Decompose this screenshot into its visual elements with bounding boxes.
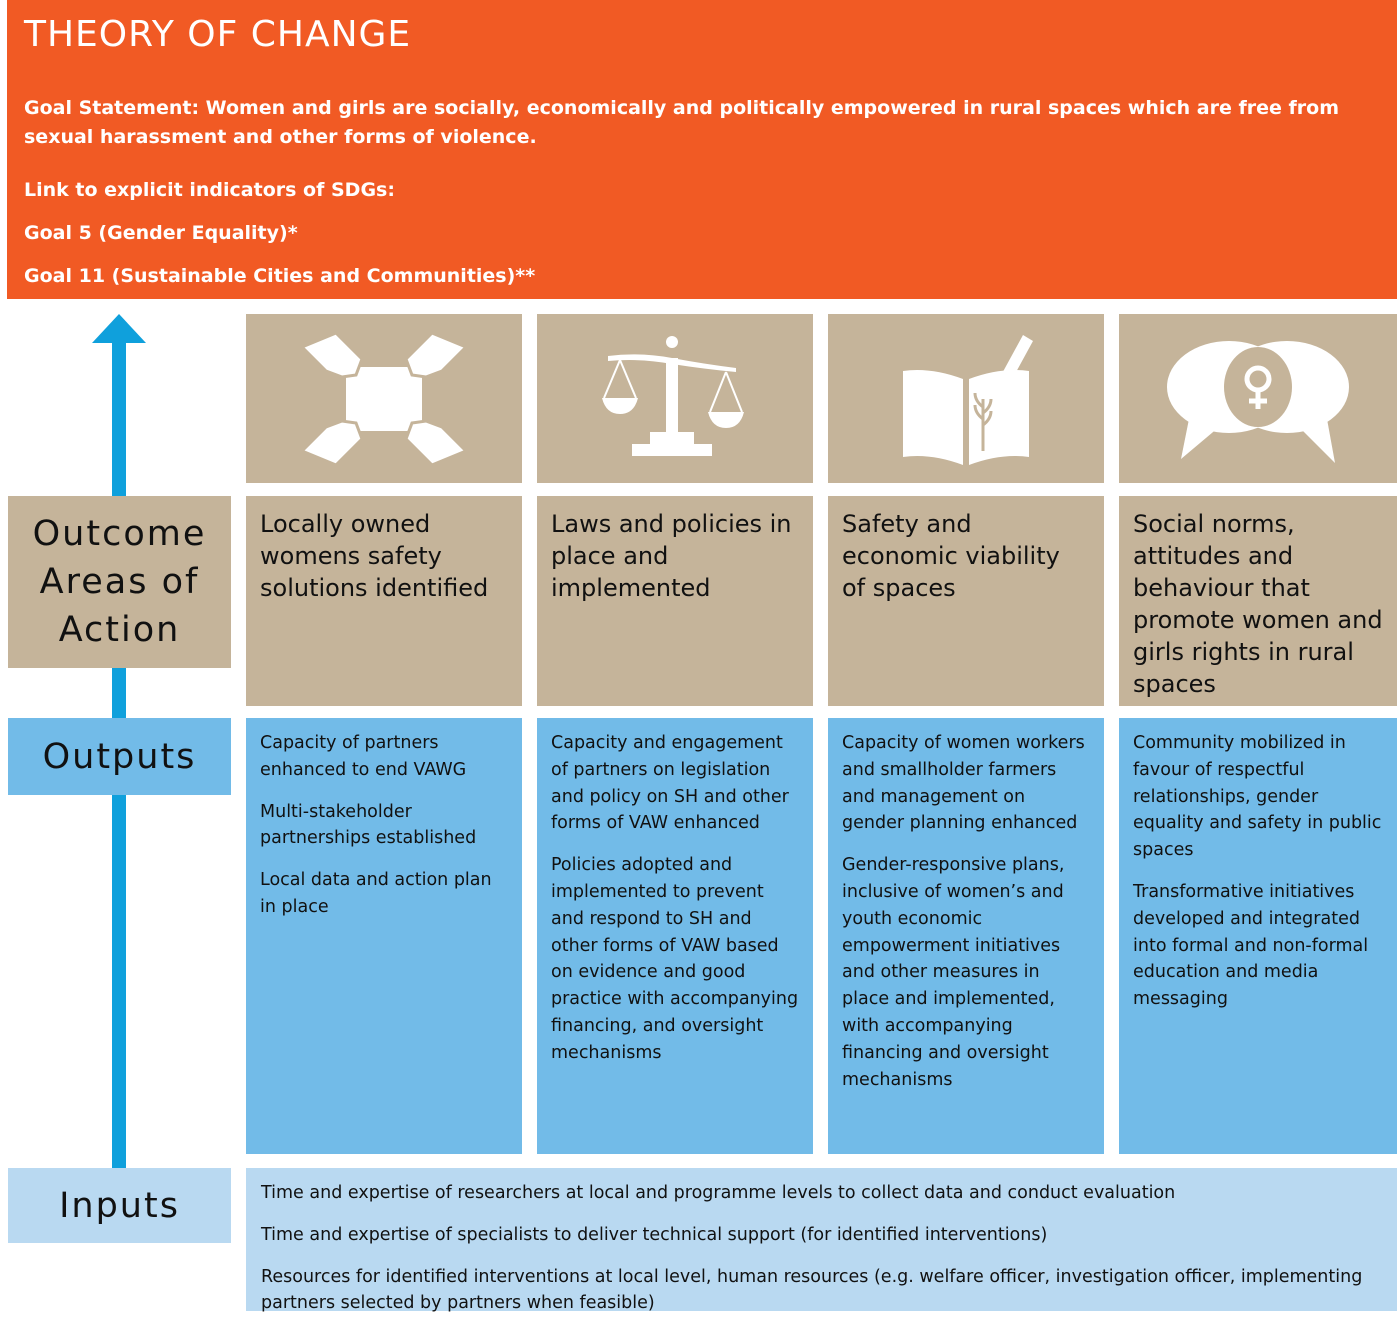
scales-of-justice-icon — [602, 335, 744, 456]
outcome-label-line-1: Outcome — [32, 514, 207, 554]
goal-header: THEORY OF CHANGE Goal Statement: Women a… — [7, 0, 1397, 299]
outputs-box-2: Capacity and engagement of partners on l… — [537, 718, 813, 1154]
icon-panel-3 — [828, 314, 1104, 483]
icon-panel-2 — [537, 314, 813, 483]
outcome-areas-label: Outcome Areas of Action — [8, 496, 231, 668]
output-item: Local data and action plan in place — [260, 870, 492, 917]
speech-bubbles-female-symbol-icon — [1167, 340, 1349, 463]
outcome-box-4: Social norms, attitudes and behaviour th… — [1119, 496, 1397, 706]
output-item: Capacity and engagement of partners on l… — [551, 733, 789, 834]
outputs-box-3: Capacity of women workers and smallholde… — [828, 718, 1104, 1154]
outputs-label: Outputs — [8, 718, 231, 795]
input-item: Time and expertise of researchers at loc… — [261, 1183, 1176, 1203]
sdg-goal-11: Goal 11 (Sustainable Cities and Communit… — [24, 265, 536, 287]
page-title: THEORY OF CHANGE — [24, 14, 412, 55]
output-item: Gender-responsive plans, inclusive of wo… — [842, 855, 1065, 1090]
input-item: Resources for identified interventions a… — [261, 1267, 1363, 1313]
goal-statement-line-2: sexual harassment and other forms of vio… — [24, 126, 537, 148]
book-with-pen-and-wheat-icon — [903, 334, 1033, 465]
outcome-box-1: Locally owned womens safety solutions id… — [246, 496, 522, 706]
outcome-box-2: Laws and policies in place and implement… — [537, 496, 813, 706]
outcome-box-3: Safety and economic viability of spaces — [828, 496, 1104, 706]
goal-statement-line-1: Goal Statement: Women and girls are soci… — [24, 97, 1339, 119]
sdg-goal-5: Goal 5 (Gender Equality)* — [24, 222, 298, 244]
outputs-box-1: Capacity of partners enhanced to end VAW… — [246, 718, 522, 1154]
output-item: Transformative initiatives developed and… — [1133, 881, 1369, 1010]
output-item: Capacity of partners enhanced to end VAW… — [260, 733, 467, 780]
outcome-label-line-2: Areas of — [39, 562, 200, 602]
output-item: Capacity of women workers and smallholde… — [842, 733, 1085, 834]
outputs-box-4: Community mobilized in favour of respect… — [1119, 718, 1397, 1154]
sdg-link-label: Link to explicit indicators of SDGs: — [24, 179, 395, 201]
icon-panel-1 — [246, 314, 522, 483]
output-item: Policies adopted and implemented to prev… — [551, 855, 799, 1063]
outcome-label-line-3: Action — [58, 610, 181, 650]
inputs-box: Time and expertise of researchers at loc… — [246, 1168, 1397, 1313]
icon-panel-4 — [1119, 314, 1397, 483]
inputs-label: Inputs — [8, 1168, 231, 1243]
output-item: Multi-stakeholder partnerships establish… — [260, 801, 477, 849]
up-arrow-icon — [92, 314, 146, 343]
input-item: Time and expertise of specialists to del… — [261, 1225, 1048, 1245]
output-item: Community mobilized in favour of respect… — [1133, 733, 1382, 861]
hands-holding-paper-icon — [299, 330, 469, 467]
